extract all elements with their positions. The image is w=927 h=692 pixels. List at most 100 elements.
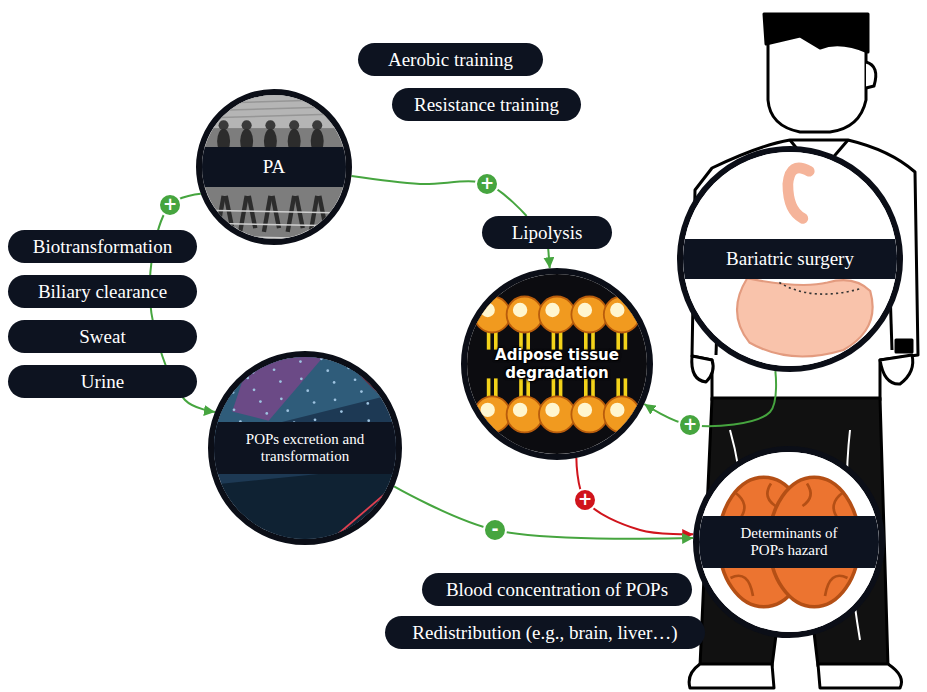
- art-shape: [202, 210, 346, 213]
- art-shape: [265, 120, 275, 130]
- node-label: PA: [218, 156, 330, 178]
- art-shape: [737, 278, 873, 356]
- art-shape: [240, 196, 246, 232]
- node-label: Urine: [30, 370, 175, 393]
- art-shape: [825, 576, 848, 596]
- edge-label: +: [480, 173, 494, 193]
- node-label: Lipolysis: [504, 221, 590, 244]
- edge-label: -: [491, 519, 498, 539]
- art-shape: [202, 114, 346, 118]
- trousers: [700, 398, 888, 666]
- art-shape: [571, 396, 607, 432]
- art-shape: [683, 152, 897, 366]
- art-shape: [507, 396, 543, 432]
- art-shape: [286, 409, 289, 412]
- art-shape: [341, 357, 396, 412]
- art-shape: [513, 403, 527, 417]
- text-band: Determinants of POPs hazard: [699, 516, 879, 568]
- label-pill: Urine: [8, 365, 197, 398]
- art-shape: [232, 391, 235, 394]
- art-shape: [366, 402, 369, 405]
- art-shape: [326, 369, 329, 372]
- art-shape: [279, 380, 282, 383]
- art-shape: [731, 576, 754, 596]
- art-shape: [264, 196, 270, 232]
- art-shape: [214, 357, 396, 539]
- art-shape: [604, 297, 640, 333]
- watch: [896, 340, 912, 352]
- art-shape: [380, 370, 383, 373]
- art-shape: [347, 367, 350, 370]
- art-shape: [219, 120, 229, 130]
- node-label: Sweat: [30, 325, 175, 348]
- label-pill: Aerobic training: [358, 43, 543, 76]
- sign-badge: +: [678, 413, 702, 437]
- art-shape: [311, 196, 317, 232]
- node-label: Biliary clearance: [30, 280, 175, 303]
- label-pill: Biotransformation: [8, 230, 197, 263]
- art-shape: [610, 303, 624, 317]
- shoe: [689, 664, 774, 688]
- art-shape: [779, 283, 859, 295]
- art-shape: [289, 120, 299, 130]
- node-label: Biotransformation: [30, 235, 175, 258]
- art-shape: [481, 403, 495, 417]
- concept-circle: POPs excretion and transformation: [208, 351, 402, 545]
- art-shape: [312, 120, 322, 130]
- concept-circle: PA: [196, 89, 352, 245]
- text-band: PA: [202, 147, 346, 187]
- art-shape: [217, 196, 223, 232]
- art-shape: [252, 371, 255, 374]
- node-label: Bariatric surgery: [699, 248, 881, 270]
- art-shape: [214, 466, 396, 539]
- node-label: Resistance training: [414, 93, 559, 116]
- label-pill: Sweat: [8, 320, 197, 353]
- connector: [394, 486, 693, 538]
- art-shape: [320, 357, 323, 360]
- art-shape: [214, 357, 215, 358]
- sign-badge: +: [158, 193, 182, 217]
- art-shape: [245, 359, 248, 362]
- concept-circle: Adipose tissue degradation: [461, 268, 653, 460]
- ear: [866, 62, 876, 88]
- art-shape: [507, 297, 543, 333]
- label-pill: Redistribution (e.g., brain, liver…): [385, 616, 705, 649]
- edge-label: +: [683, 414, 697, 434]
- node-label: Redistribution (e.g., brain, liver…): [407, 621, 683, 644]
- sign-badge: +: [573, 488, 597, 512]
- art-shape: [610, 403, 624, 417]
- art-shape: [253, 388, 256, 391]
- concept-circle: Bariatric surgery: [677, 146, 903, 372]
- art-shape: [313, 401, 316, 404]
- art-shape: [474, 297, 510, 333]
- label-pill: Blood concentration of POPs: [422, 573, 692, 606]
- art-shape: [571, 297, 607, 333]
- art-shape: [266, 357, 269, 359]
- edge-label: +: [578, 489, 592, 509]
- art-shape: [265, 412, 268, 415]
- label-pill: Resistance training: [392, 88, 581, 121]
- art-shape: [474, 396, 510, 432]
- node-label: Determinants of POPs hazard: [724, 525, 854, 559]
- shoe: [818, 664, 902, 688]
- art-shape: [394, 411, 396, 414]
- art-shape: [333, 381, 336, 384]
- art-shape: [699, 452, 879, 632]
- art-shape: [288, 196, 294, 232]
- art-shape: [513, 303, 527, 317]
- art-shape: [232, 357, 323, 421]
- art-shape: [578, 403, 592, 417]
- text-band: POPs excretion and transformation: [214, 422, 396, 474]
- art-shape: [467, 274, 647, 454]
- art-shape: [306, 389, 309, 392]
- sign-badge: -: [483, 518, 507, 542]
- art-shape: [219, 367, 222, 370]
- art-shape: [788, 168, 809, 218]
- art-shape: [299, 360, 302, 363]
- text-band: Bariatric surgery: [683, 239, 897, 279]
- art-shape: [803, 484, 811, 507]
- art-shape: [202, 236, 346, 239]
- label-pill: Biliary clearance: [8, 275, 197, 308]
- art-shape: [332, 484, 396, 539]
